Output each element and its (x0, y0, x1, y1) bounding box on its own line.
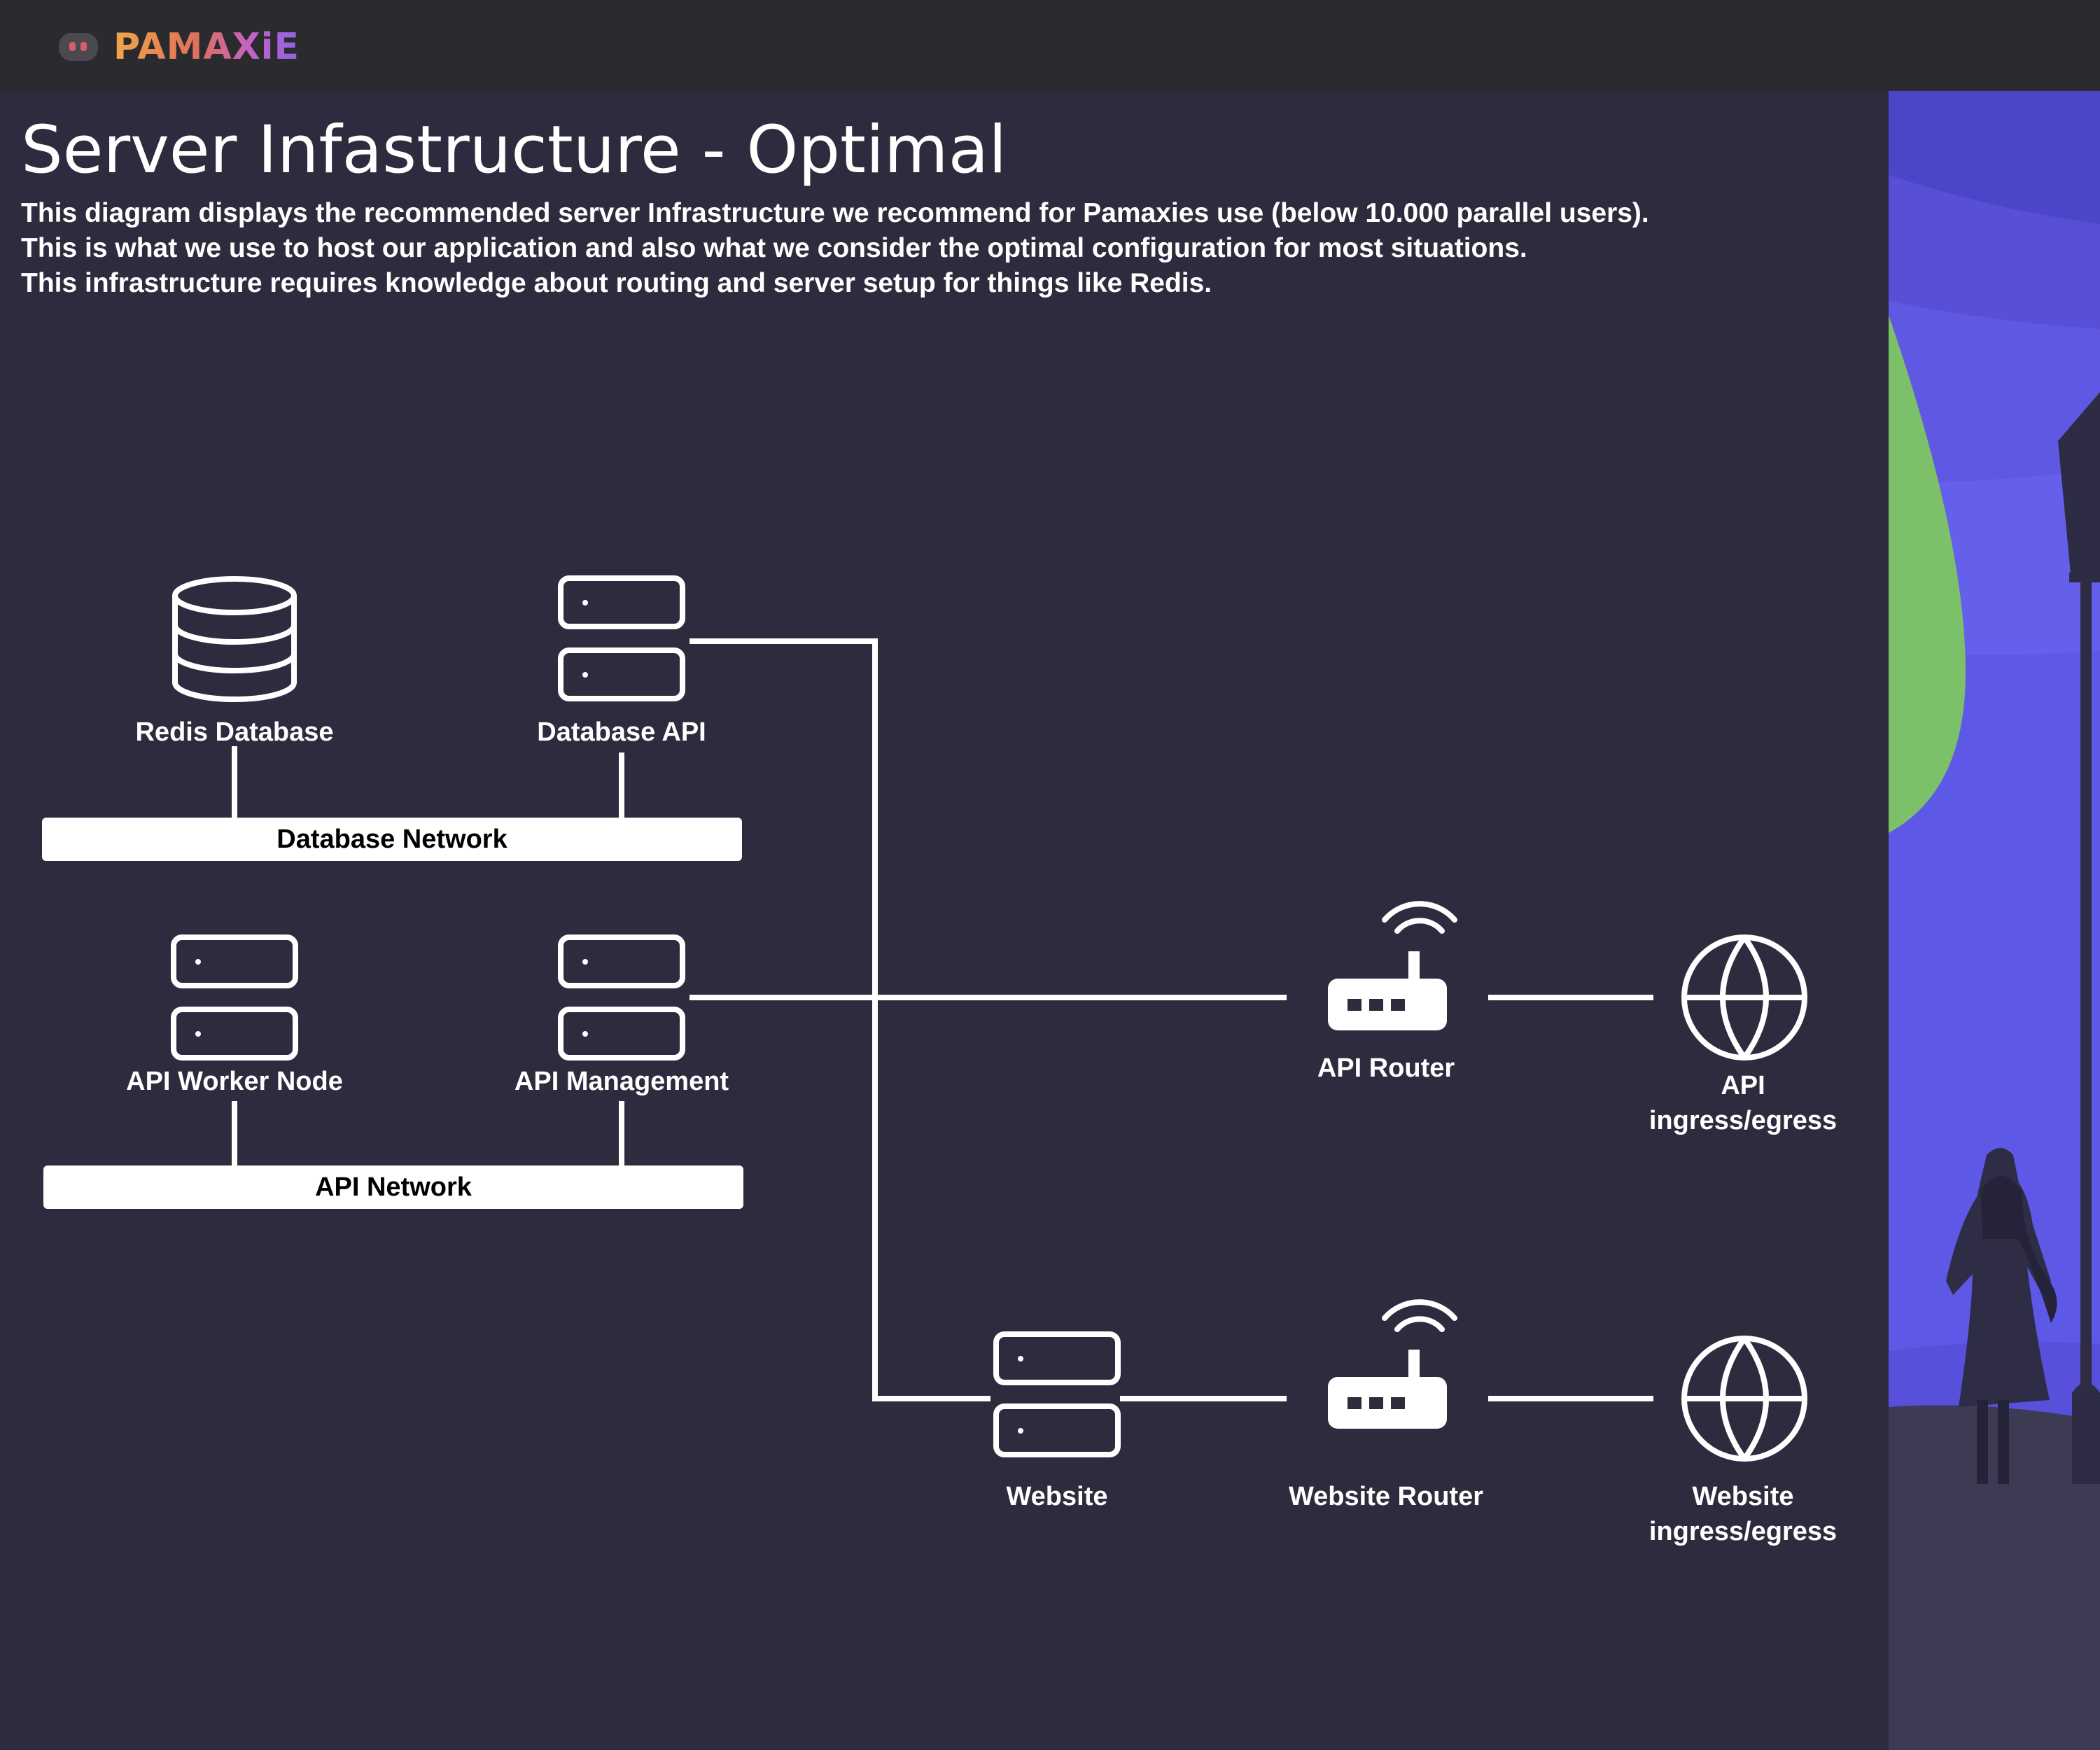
server-icon (558, 934, 685, 1060)
website-ingress-label: Website ingress/egress (1649, 1479, 1837, 1549)
api-ingress-label: API ingress/egress (1649, 1068, 1837, 1138)
globe-icon (1681, 934, 1807, 1060)
website-label: Website (1006, 1482, 1108, 1511)
website-ingress-label-line-2: ingress/egress (1648, 1517, 1837, 1546)
api-router-label: API Router (1317, 1054, 1455, 1083)
website-ingress-label-line-1: Website (1692, 1482, 1794, 1511)
api-worker-node-label: API Worker Node (126, 1067, 343, 1096)
description-line-2: This is what we use to host our applicat… (21, 233, 1527, 263)
database-network-bar: Database Network (42, 818, 742, 861)
api-ingress-label-line-2: ingress/egress (1648, 1106, 1837, 1135)
server-icon (993, 1331, 1121, 1457)
logo[interactable]: PAMAXiE (59, 22, 300, 71)
api-ingress-label-line-1: API (1721, 1071, 1765, 1100)
lamp-post-icon (2058, 392, 2100, 1484)
database-api-label: Database API (537, 718, 706, 747)
description-line-3: This infrastructure requires knowledge a… (21, 268, 1212, 298)
logo-mark-icon (59, 33, 98, 61)
top-bar: PAMAXiE (0, 0, 2100, 91)
page-header: Server Infastructure - Optimal This diag… (21, 105, 1855, 301)
infrastructure-diagram: Redis Database Database API API Worker N… (42, 575, 1837, 1549)
tree-shape (1889, 315, 1966, 833)
database-icon (172, 576, 297, 702)
api-network-bar: API Network (43, 1166, 743, 1209)
server-icon (171, 934, 298, 1060)
description-line-1: This diagram displays the recommended se… (21, 198, 1649, 228)
page-title: Server Infastructure - Optimal (21, 112, 1007, 188)
globe-icon (1681, 1336, 1807, 1462)
api-management-label: API Management (514, 1067, 729, 1096)
website-router-label: Website Router (1288, 1482, 1484, 1511)
router-icon (1328, 901, 1457, 1030)
illustration-canvas (1889, 91, 2100, 1750)
connector-dbapi-to-website (690, 638, 990, 1401)
router-icon (1328, 1299, 1457, 1429)
server-icon (558, 575, 685, 701)
person-icon (1946, 1148, 2057, 1484)
side-illustration (1889, 91, 2100, 1750)
redis-database-label: Redis Database (135, 718, 334, 747)
diagram-canvas (171, 575, 1807, 1462)
logo-text: PAMAXiE (113, 26, 300, 68)
